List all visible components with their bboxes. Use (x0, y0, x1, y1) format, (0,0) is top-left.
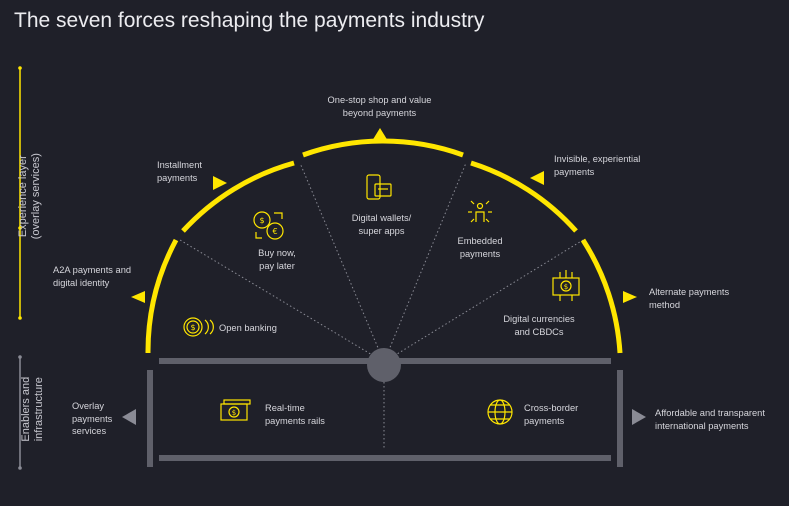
arc-segment-wallets (302, 138, 464, 158)
experience-layer-bracket (18, 66, 22, 320)
infra-rtp-label: Real-time payments rails (265, 403, 325, 426)
force-one-stop-label: One-stop shop and value beyond payments (327, 95, 432, 118)
banknote-icon: $ (220, 399, 251, 421)
arc-segment-open-banking (145, 238, 179, 354)
experience-arc (145, 138, 623, 354)
force-affordable-label: Affordable and transparent international… (655, 408, 765, 431)
svg-text:€: € (272, 227, 277, 236)
force-alternate-label: Alternate payments method (649, 287, 730, 310)
force-invisible-label: Invisible, experiential payments (554, 154, 641, 177)
force-installment-label: Installment payments (157, 160, 202, 183)
svg-text:$: $ (564, 283, 568, 291)
currency-exchange-icon: $ € (253, 211, 284, 240)
segment-open-banking-label: Open banking (219, 323, 277, 333)
experience-layer-label: Experience layer (overlay services) (16, 153, 42, 240)
globe-icon (487, 399, 513, 425)
page-title: The seven forces reshaping the payments … (14, 9, 485, 32)
infrastructure-frame (147, 348, 623, 467)
enablers-bracket (18, 355, 22, 470)
force-a2a-label: A2A payments and digital identity (53, 265, 132, 288)
arrow-installment (213, 176, 227, 190)
svg-text:$: $ (259, 216, 264, 225)
arrow-one-stop (372, 128, 388, 141)
arc-segment-embedded (470, 160, 578, 233)
arrow-alternate (623, 291, 637, 303)
mobile-wallet-icon (366, 174, 392, 200)
open-banking-coins-icon: $ (183, 317, 214, 337)
segment-wallets-label: Digital wallets/ super apps (351, 213, 412, 236)
arc-segment-bnpl (181, 160, 295, 233)
segment-embedded-label: Embedded payments (457, 236, 503, 259)
arc-segment-digital-currencies (580, 238, 623, 354)
segment-digital-currencies-label: Digital currencies and CBDCs (503, 314, 575, 337)
digital-currency-icon: $ (552, 270, 580, 301)
arrow-invisible (530, 171, 544, 185)
arrow-a2a (131, 291, 145, 303)
embedded-person-icon (468, 200, 492, 223)
segment-dividers (179, 162, 584, 448)
hub-circle (367, 348, 401, 382)
enablers-label: Enablers and infrastructure (19, 376, 45, 442)
arrow-overlay (122, 409, 136, 425)
svg-text:$: $ (232, 409, 236, 417)
force-arrows (122, 128, 646, 425)
force-overlay-label: Overlay payments services (72, 401, 113, 437)
segment-bnpl-label: Buy now, pay later (258, 248, 296, 271)
arrow-affordable (632, 409, 646, 425)
infra-crossborder-label: Cross-border payments (524, 403, 579, 426)
svg-text:$: $ (190, 323, 195, 332)
